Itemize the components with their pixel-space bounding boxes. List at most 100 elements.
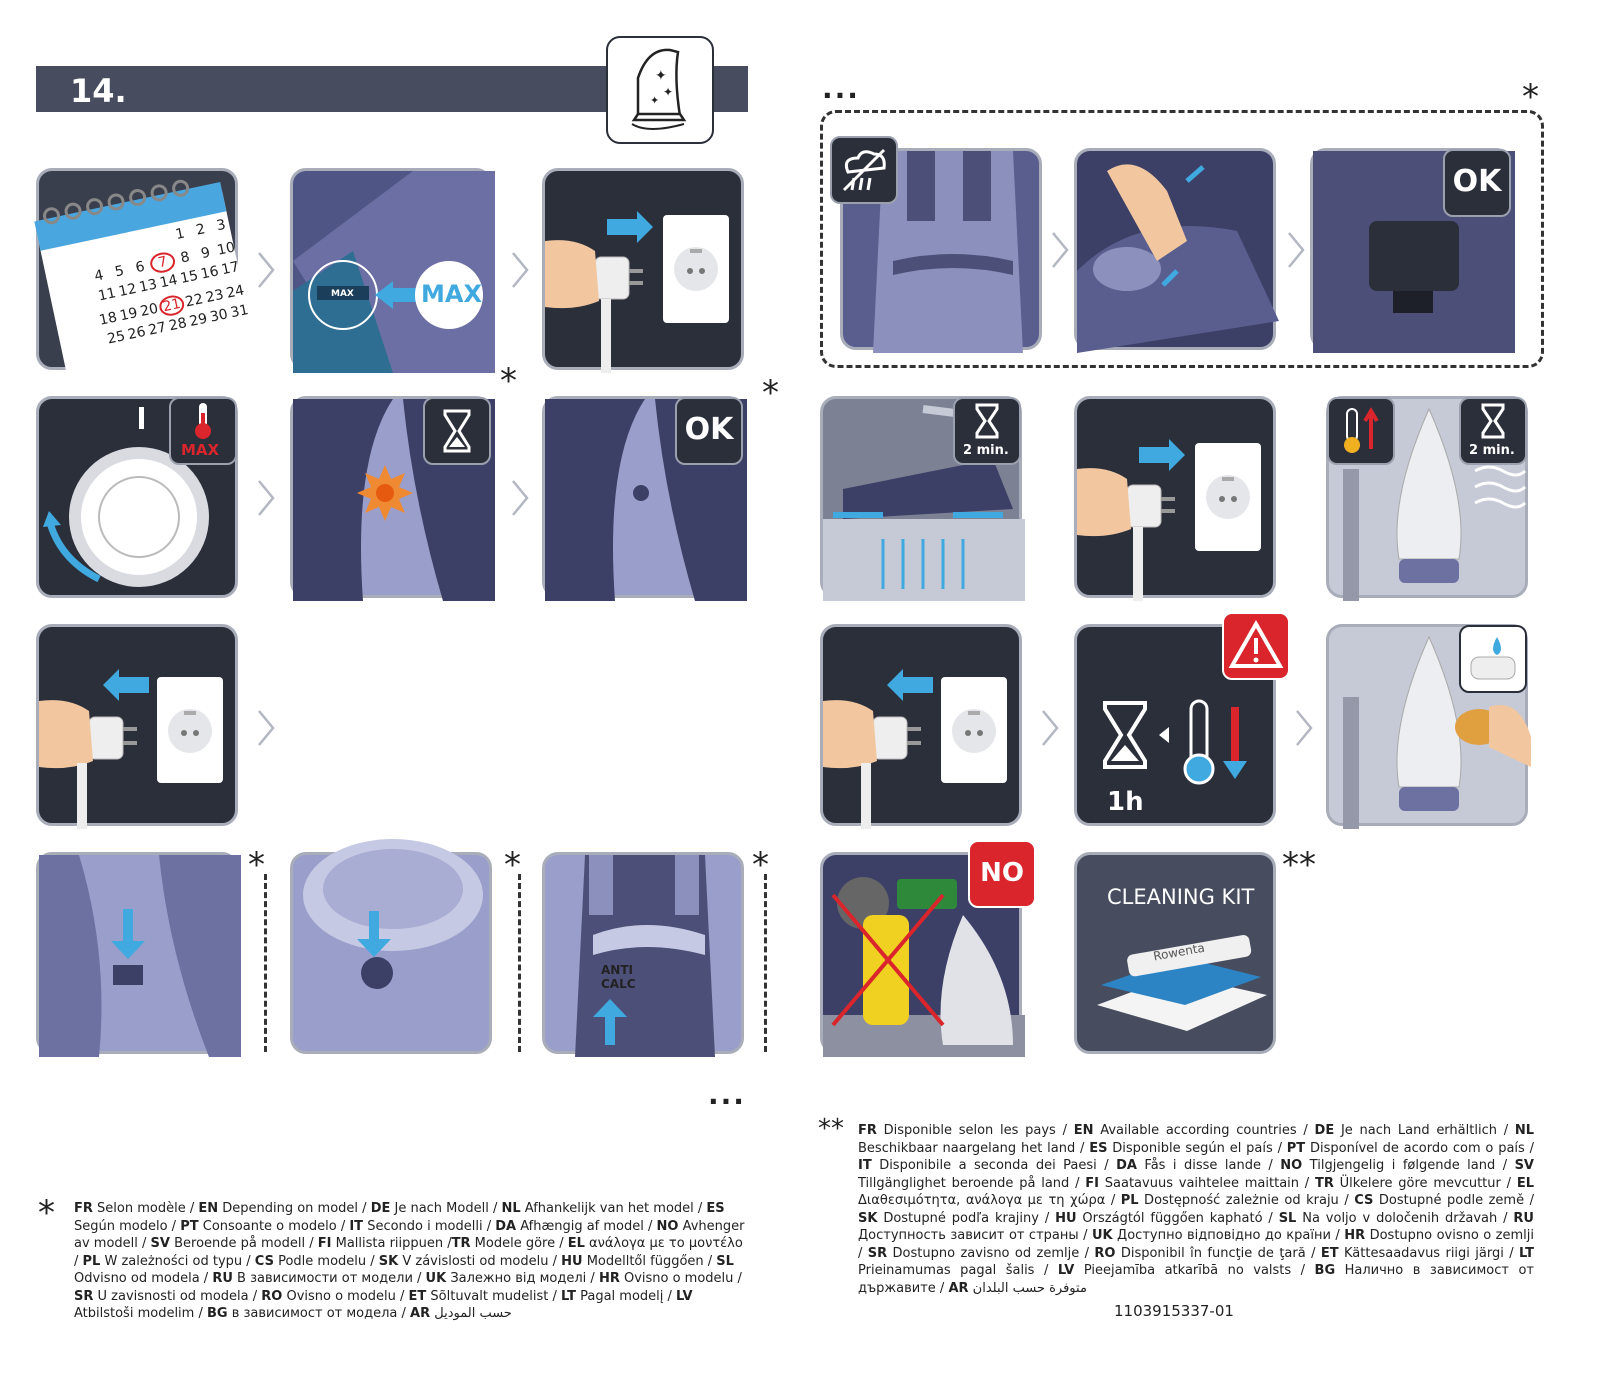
calendar-day: 31 — [229, 301, 250, 322]
language-code: LT — [1519, 1245, 1535, 1261]
translation-text: Secondo i modelli / — [363, 1218, 496, 1234]
language-code: FR — [858, 1123, 877, 1138]
translation-text: Beroende på modell / — [169, 1236, 318, 1251]
note-available-according-countries: FR Disponible selon les pays / EN Availa… — [858, 1122, 1534, 1297]
calendar-day: 3 — [215, 216, 228, 235]
anti-calc-label-1: ANTI — [601, 963, 633, 977]
translation-text: Afhankelijk van het model / — [520, 1201, 707, 1216]
translation-text: Según modelo / — [74, 1218, 181, 1234]
language-code: FI — [1085, 1175, 1099, 1191]
language-code: ES — [1089, 1140, 1108, 1156]
translation-text: Available according countries / — [1093, 1123, 1315, 1138]
asterisk-mark: * — [500, 361, 517, 401]
language-code: BG — [206, 1306, 228, 1321]
translation-text: حسب الموديل — [430, 1306, 512, 1321]
hourglass-badge — [423, 397, 491, 465]
language-code: RO — [261, 1288, 283, 1304]
language-code: AR — [410, 1306, 431, 1321]
no-badge: NO — [968, 840, 1036, 908]
language-code: EN — [198, 1201, 219, 1216]
language-code: NL — [501, 1201, 521, 1216]
ok-badge: OK — [1443, 149, 1511, 217]
translation-text: Disponibile a seconda dei Paesi / — [871, 1158, 1117, 1173]
chevron-right-icon — [258, 252, 275, 288]
translation-text: Dostupno ovisno o zemlji / — [858, 1228, 1534, 1261]
panel-cleaning-kit: CLEANING KIT Rowenta — [1074, 852, 1276, 1054]
two-min-label: 2 min. — [1469, 443, 1515, 458]
translation-text: в зависимост от модела / — [227, 1306, 411, 1321]
panel-no-steam — [840, 148, 1042, 353]
translation-text: Ülkelere göre mevcuttur / — [1333, 1175, 1517, 1191]
dashed-divider — [518, 874, 521, 1052]
max-label: MAX — [421, 280, 482, 308]
chevron-right-icon — [512, 480, 529, 516]
no-steam-badge — [830, 136, 898, 204]
chevron-right-icon — [258, 480, 275, 516]
panel-unplug-2 — [820, 624, 1022, 829]
calendar-day: 17 — [219, 258, 241, 279]
translation-text: Depending on model / — [218, 1201, 371, 1216]
panel-fill-max: MAX MAX — [290, 168, 495, 373]
translation-text: Pieejamība atkarībā no valsts / — [1074, 1263, 1315, 1278]
dashed-divider — [764, 874, 767, 1052]
language-code: LT — [560, 1288, 576, 1304]
language-code: SK — [858, 1210, 878, 1226]
svg-text:✦: ✦ — [655, 68, 667, 84]
language-code: SV — [150, 1236, 170, 1251]
language-code: ET — [408, 1288, 427, 1304]
translation-text: Modelltől függően / — [582, 1253, 717, 1269]
language-code: UK — [425, 1271, 447, 1286]
language-code: PT — [180, 1218, 199, 1234]
warning-badge — [1222, 612, 1290, 680]
document-reference: 1103915337-01 — [1114, 1302, 1234, 1320]
translation-text: Na voljo v določenih državah / — [1296, 1210, 1514, 1226]
translation-text: Disponível de acordo com o país / — [1305, 1140, 1534, 1156]
step-number: 14. — [70, 72, 127, 110]
calendar-day: 10 — [215, 239, 237, 259]
translation-text: Доступность зависит от страны / — [858, 1228, 1092, 1243]
cleaning-kit-title: CLEANING KIT — [1107, 885, 1255, 909]
language-code: ES — [706, 1201, 725, 1216]
double-asterisk-mark: ** — [818, 1114, 844, 1144]
translation-text: В зависимости от модели / — [232, 1271, 426, 1286]
chevron-right-icon — [258, 710, 275, 746]
translation-text: Consoante o modelo / — [198, 1218, 350, 1234]
panel-light-off: OK — [542, 396, 747, 601]
language-code: DA — [495, 1218, 517, 1234]
asterisk-mark: * — [504, 845, 521, 885]
language-code: DE — [370, 1201, 391, 1216]
note-depending-on-model: FR Selon modèle / EN Depending on model … — [74, 1200, 750, 1323]
language-code: SR — [867, 1245, 888, 1261]
language-code: SV — [1514, 1158, 1534, 1173]
panel-unplug — [36, 624, 238, 829]
panel-anti-calc: ANTI CALC — [542, 852, 744, 1057]
asterisk-mark: * — [248, 845, 265, 885]
translation-text: Selon modèle / — [92, 1201, 199, 1216]
translation-text: W zależności od typu / — [100, 1253, 255, 1269]
language-code: UK — [1091, 1228, 1113, 1243]
language-code: EN — [1073, 1123, 1094, 1138]
translation-text: Sõltuvalt mudelist / — [426, 1288, 561, 1304]
chevron-right-icon — [1042, 710, 1059, 746]
translation-text: Διαθεσιμότητα, ανάλογα με τη χώρα / — [858, 1193, 1121, 1208]
translation-text: Modele göre / — [470, 1236, 568, 1251]
continuation-dots: ... — [708, 1078, 746, 1111]
translation-text: Mallista riippuen / — [331, 1236, 452, 1251]
language-code: EL — [1516, 1175, 1534, 1191]
translation-text: Országtól függően kapható / — [1076, 1210, 1279, 1226]
translation-text: Tilgjengelig i følgende land / — [1302, 1158, 1515, 1173]
translation-text: Dostupno zavisno od zemlje / — [887, 1245, 1095, 1261]
panel-valve-2 — [290, 839, 492, 1054]
language-code: SL — [716, 1253, 734, 1269]
language-code: LV — [676, 1288, 693, 1304]
sponge-water-badge — [1459, 625, 1527, 693]
max-small-label: MAX — [331, 289, 354, 299]
language-code: SL — [1278, 1210, 1297, 1226]
language-code: AR — [948, 1280, 969, 1296]
translation-text: Beschikbaar naargelang het land / — [858, 1140, 1090, 1156]
language-code: RU — [212, 1271, 233, 1286]
translation-text: Ovisno o modelu / — [619, 1271, 742, 1286]
language-code: SR — [74, 1288, 94, 1304]
translation-text: Dostępność zależnie od kraju / — [1138, 1193, 1355, 1208]
translation-text: Pagal modelį / — [575, 1288, 677, 1304]
